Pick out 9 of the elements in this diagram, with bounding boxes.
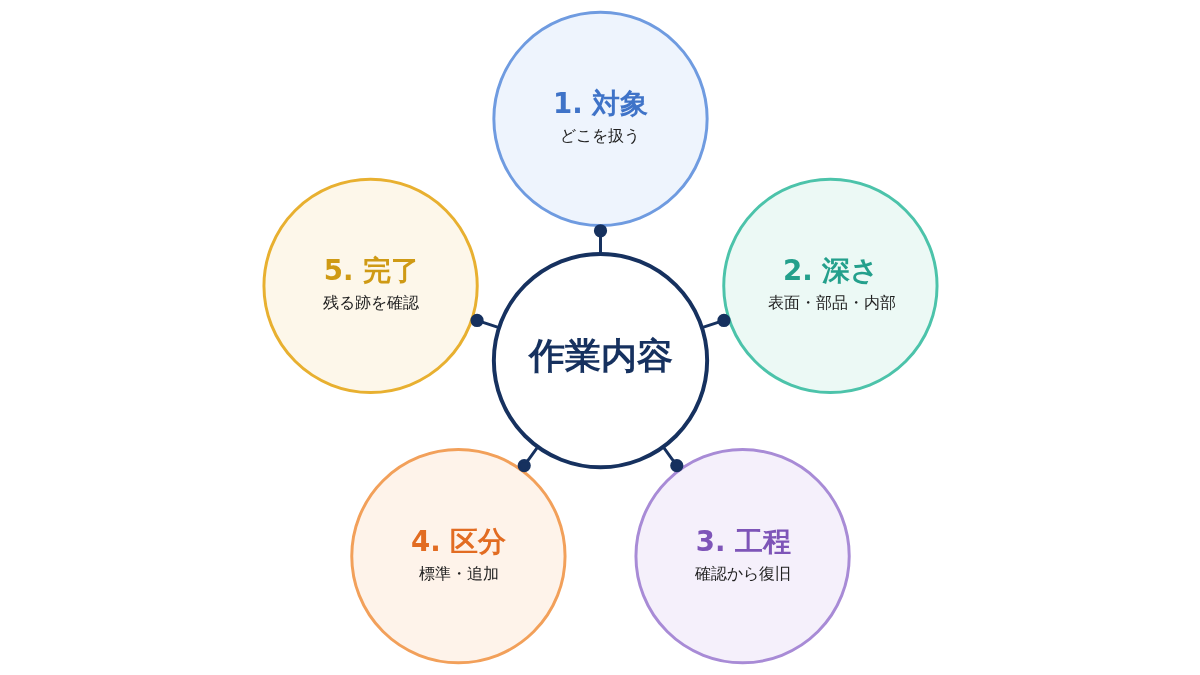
node-circle: 2. 深さ 表面・部品・内部: [721, 177, 939, 395]
node-circle: 5. 完了 残る跡を確認: [261, 177, 479, 395]
connector: [517, 446, 539, 473]
connector: [661, 446, 683, 473]
connector: [701, 313, 731, 329]
node-circle: 作業内容: [491, 251, 709, 470]
connector: [469, 313, 499, 329]
node-circle: 1. 対象 どこを扱う: [491, 10, 709, 227]
connector: [593, 224, 607, 254]
